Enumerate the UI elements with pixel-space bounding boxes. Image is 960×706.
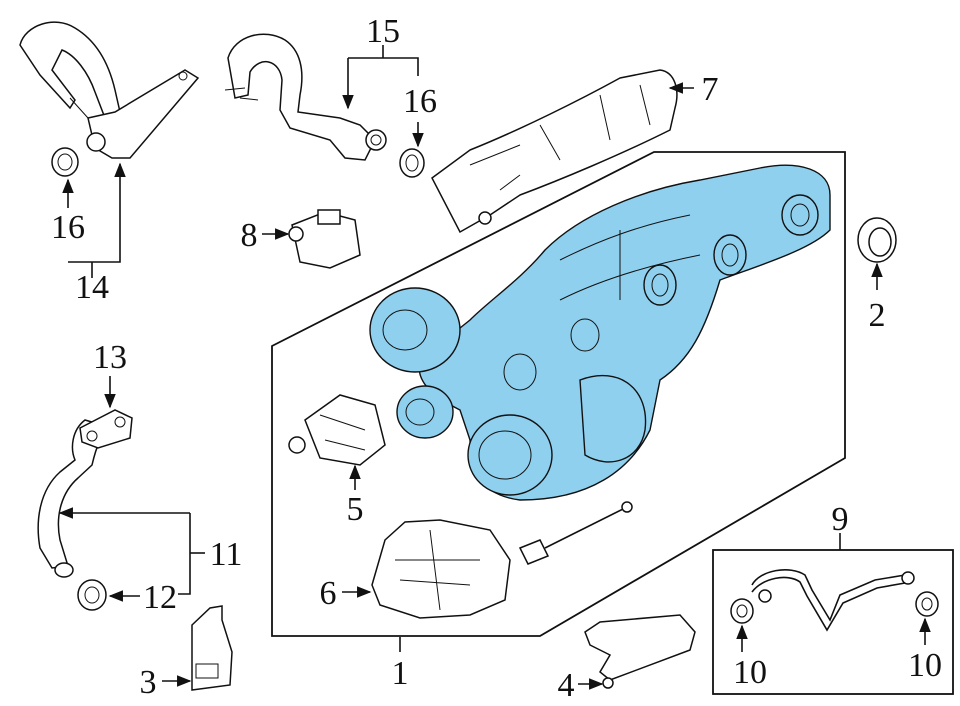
callout-10-right: 10 [908, 647, 942, 684]
callout-2: 2 [869, 297, 886, 334]
sealing-washer [77, 579, 107, 611]
callout-8: 8 [241, 217, 258, 254]
callout-13: 13 [93, 339, 127, 376]
leader-lines [58, 45, 931, 690]
callout-16-right: 16 [403, 83, 437, 120]
callout-14: 14 [75, 269, 109, 306]
mount-bracket [191, 605, 233, 691]
callout-3: 3 [140, 664, 157, 701]
callout-labels: 1 2 3 4 5 6 7 8 9 10 10 11 12 13 14 15 1… [51, 13, 942, 704]
o-ring-right [399, 148, 425, 178]
callout-10-left: 10 [733, 654, 767, 691]
callout-7: 7 [702, 71, 719, 108]
electronic-actuator [371, 501, 633, 619]
coolant-pipe-assembly [19, 21, 200, 159]
callout-15: 15 [366, 13, 400, 50]
oil-line [751, 569, 915, 632]
o-ring-left [51, 147, 79, 177]
callout-9: 9 [832, 501, 849, 538]
wastegate-actuator [288, 394, 386, 466]
assembly-frame [271, 151, 846, 637]
callout-5: 5 [347, 491, 364, 528]
seal-left [730, 598, 754, 624]
callout-1: 1 [392, 655, 409, 692]
seal-right [915, 591, 939, 617]
oil-feed-pipe [224, 33, 387, 161]
callout-11: 11 [210, 536, 243, 573]
gasket-ring [857, 217, 897, 263]
pressure-sensor [288, 209, 361, 269]
callout-6: 6 [320, 575, 337, 612]
support-bracket [584, 614, 696, 689]
callout-4: 4 [558, 667, 575, 704]
return-pipe [37, 419, 114, 578]
oil-line-box [712, 549, 954, 695]
turbocharger-manifold [369, 164, 831, 501]
pipe-gasket [79, 409, 133, 449]
callout-16-left: 16 [51, 209, 85, 246]
callout-12: 12 [143, 579, 177, 616]
